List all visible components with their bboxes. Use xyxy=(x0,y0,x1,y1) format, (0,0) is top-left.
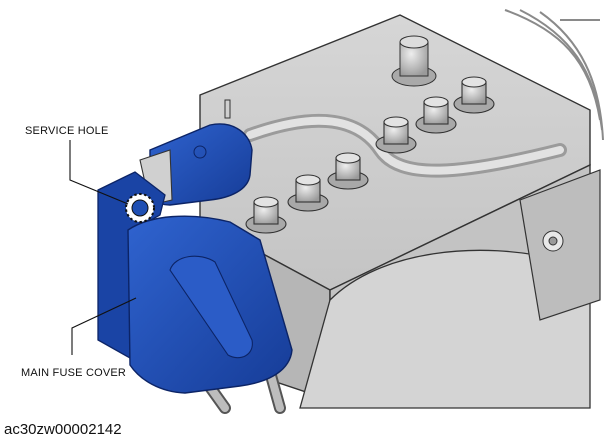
main-fuse-cover-label: MAIN FUSE COVER xyxy=(21,367,127,379)
service-hole-label: SERVICE HOLE xyxy=(25,125,109,137)
terminal-sockets-upper xyxy=(375,76,495,154)
service-hole-marker xyxy=(125,193,155,223)
terminal-post-large xyxy=(391,35,437,87)
figure-id: ac30zw00002142 xyxy=(4,421,122,438)
right-bracket xyxy=(519,169,601,321)
leader-service-hole xyxy=(69,140,129,205)
leader-main-fuse-cover xyxy=(71,297,137,355)
terminal-sockets-lower xyxy=(245,152,369,234)
background-cables xyxy=(504,9,604,141)
